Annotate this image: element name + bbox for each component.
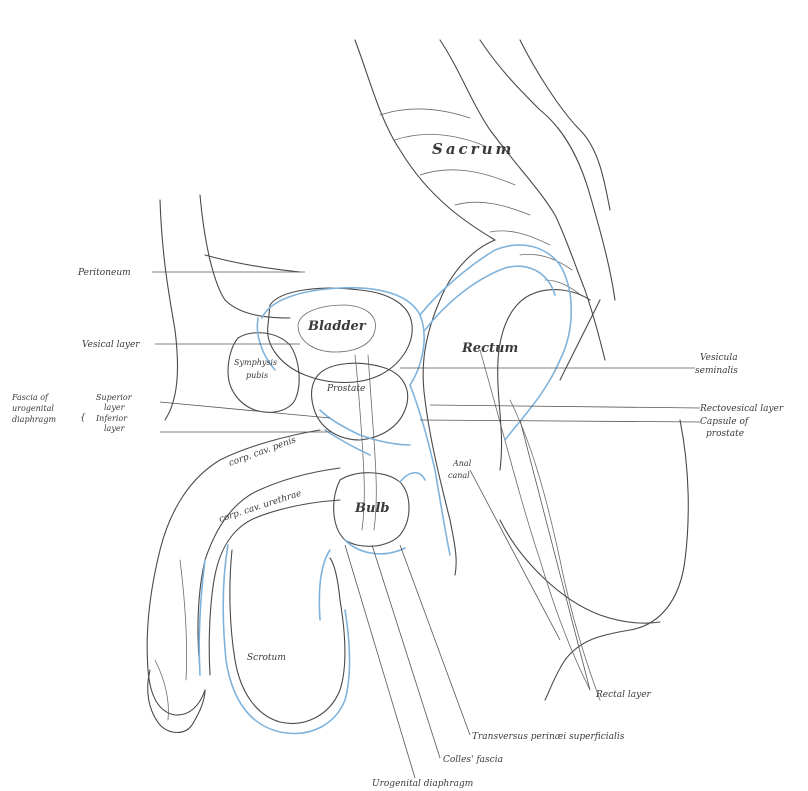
- label-anal: Anal: [452, 459, 472, 468]
- label-prostate: Prostate: [326, 384, 365, 394]
- label-bulb: Bulb: [354, 501, 389, 516]
- label-scrotum: Scrotum: [247, 653, 286, 663]
- label-peritoneum: Peritoneum: [77, 268, 131, 278]
- label-superior: Superior: [96, 393, 133, 402]
- label-transversus: Transversus perinæi superficialis: [472, 732, 625, 742]
- label-rectal-layer: Rectal layer: [595, 690, 652, 700]
- scrotum: [230, 550, 345, 723]
- label-vesicula: Vesicula: [700, 353, 738, 363]
- label-rectovesical: Rectovesical layer: [699, 404, 784, 414]
- label-fascia-of: Fascia of: [11, 393, 50, 402]
- label-symphysis: Symphysis: [234, 358, 277, 367]
- label-colles-fascia: Colles' fascia: [443, 755, 503, 765]
- label-urogenital: urogenital: [12, 404, 54, 413]
- label-inferior-layer: layer: [104, 424, 126, 433]
- label-inferior: Inferior: [95, 414, 128, 423]
- rectum-outline: [423, 240, 688, 700]
- label-capsule-prostate: prostate: [706, 429, 744, 439]
- label-canal: canal: [448, 471, 470, 480]
- label-seminalis: seminalis: [695, 366, 738, 376]
- label-bladder: Bladder: [307, 319, 367, 334]
- label-urogenital-diaphragm: Urogenital diaphragm: [372, 779, 473, 789]
- brace-glyph: {: [80, 413, 86, 423]
- leader-lines: [152, 272, 700, 778]
- label-rectum: Rectum: [461, 341, 518, 356]
- labels: Sacrum Peritoneum Bladder Vesical layer …: [11, 140, 784, 789]
- label-diaphragm: diaphragm: [12, 415, 56, 424]
- label-capsule-of: Capsule of: [700, 417, 750, 427]
- sacrum-outline: [355, 40, 615, 380]
- label-sacrum: Sacrum: [432, 140, 514, 158]
- bladder: [268, 288, 413, 382]
- label-superior-layer: layer: [104, 403, 126, 412]
- label-vesical-layer: Vesical layer: [82, 340, 140, 350]
- label-pubis: pubis: [246, 371, 268, 380]
